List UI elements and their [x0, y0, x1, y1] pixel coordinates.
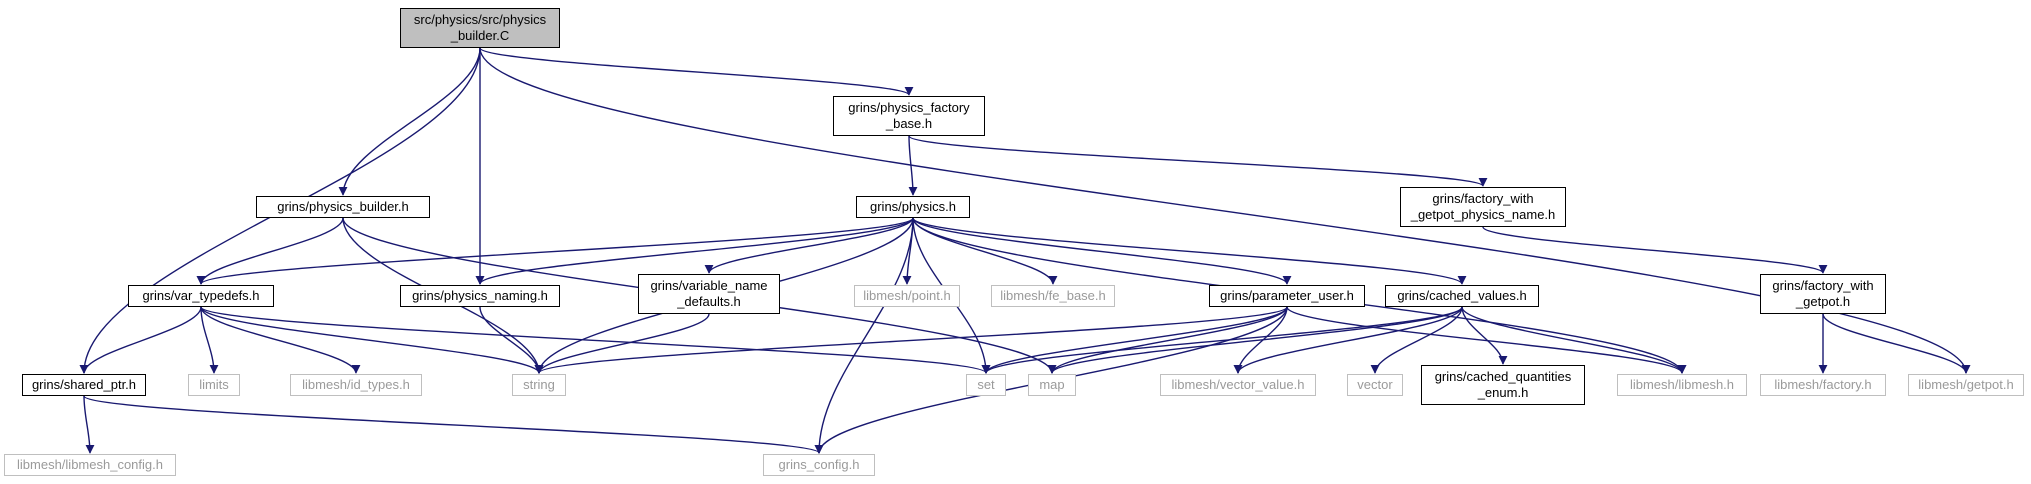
node-var-typedefs[interactable]: grins/var_typedefs.h	[128, 285, 274, 307]
edge-cached_values-to-map	[1047, 306, 1463, 374]
edge-var_typedefs-to-limits	[200, 306, 219, 374]
node-point: libmesh/point.h	[854, 285, 960, 307]
edge-parameter_user-to-set	[981, 306, 1288, 374]
node-getpot: libmesh/getpot.h	[1908, 374, 2024, 396]
edge-physics-to-grins_config	[814, 217, 914, 454]
node-physics-factory-base[interactable]: grins/physics_factory _base.h	[833, 96, 985, 136]
edge-variable_name_defaults-to-string	[534, 313, 710, 374]
node-grins-config: grins_config.h	[763, 454, 875, 476]
node-parameter-user[interactable]: grins/parameter_user.h	[1209, 285, 1365, 307]
edge-physics-to-variable_name_defaults	[704, 217, 914, 274]
edge-var_typedefs-to-shared_ptr	[79, 306, 202, 374]
edge-var_typedefs-to-id_types	[200, 306, 361, 374]
edge-physics_factory_base-to-physics	[908, 135, 918, 196]
edge-cached_values-to-cached_quantities_enum	[1461, 306, 1508, 365]
node-map: map	[1028, 374, 1076, 396]
node-shared-ptr[interactable]: grins/shared_ptr.h	[22, 374, 146, 396]
edge-factory_with_getpot-to-getpot	[1822, 313, 1971, 374]
edge-physics_builder-to-var_typedefs	[196, 217, 344, 285]
node-physics-builder[interactable]: grins/physics_builder.h	[256, 196, 430, 218]
node-libmesh-config: libmesh/libmesh_config.h	[4, 454, 176, 476]
edge-cached_values-to-libmesh	[1461, 306, 1687, 374]
edge-shared_ptr-to-grins_config	[83, 395, 824, 454]
edge-physics_naming-to-string	[479, 306, 544, 374]
node-factory: libmesh/factory.h	[1760, 374, 1886, 396]
node-limits: limits	[188, 374, 240, 396]
node-libmesh: libmesh/libmesh.h	[1617, 374, 1747, 396]
edge-cached_values-to-vector	[1370, 306, 1463, 374]
node-set: set	[966, 374, 1006, 396]
node-factory-with-getpot[interactable]: grins/factory_with _getpot.h	[1760, 274, 1886, 314]
edge-factory_with_getpot_physics_name-to-factory_with_getpot	[1482, 226, 1828, 274]
node-cached-values[interactable]: grins/cached_values.h	[1385, 285, 1539, 307]
node-factory-with-getpot-physics-name[interactable]: grins/factory_with _getpot_physics_name.…	[1400, 187, 1566, 227]
node-fe-base: libmesh/fe_base.h	[991, 285, 1115, 307]
edge-root-to-physics_builder	[338, 47, 481, 196]
node-variable-name-defaults[interactable]: grins/variable_name _defaults.h	[638, 274, 780, 314]
node-root[interactable]: src/physics/src/physics _builder.C	[400, 8, 560, 48]
node-vector: vector	[1347, 374, 1403, 396]
edge-cached_values-to-vector_value	[1233, 306, 1463, 374]
edge-physics-to-cached_values	[912, 217, 1467, 285]
edge-var_typedefs-to-set	[200, 306, 991, 374]
edge-root-to-physics_factory_base	[479, 47, 914, 96]
edge-var_typedefs-to-string	[200, 306, 544, 374]
node-cached-quantities-enum[interactable]: grins/cached_quantities _enum.h	[1421, 365, 1585, 405]
node-string: string	[512, 374, 566, 396]
edge-physics-to-physics_naming	[475, 217, 914, 285]
edge-parameter_user-to-string	[534, 306, 1288, 374]
edge-physics-to-var_typedefs	[196, 217, 914, 285]
edge-physics_factory_base-to-factory_with_getpot_physics_name	[908, 135, 1488, 187]
edge-physics-to-parameter_user	[912, 217, 1292, 285]
edge-parameter_user-to-libmesh	[1286, 306, 1687, 374]
node-id-types: libmesh/id_types.h	[290, 374, 422, 396]
node-physics-naming[interactable]: grins/physics_naming.h	[400, 285, 560, 307]
edge-root-to-getpot	[479, 47, 1971, 374]
edge-shared_ptr-to-libmesh_config	[83, 395, 95, 454]
node-physics[interactable]: grins/physics.h	[856, 196, 970, 218]
edge-parameter_user-to-map	[1047, 306, 1288, 374]
node-vector-value: libmesh/vector_value.h	[1160, 374, 1316, 396]
edge-cached_values-to-set	[981, 306, 1463, 374]
